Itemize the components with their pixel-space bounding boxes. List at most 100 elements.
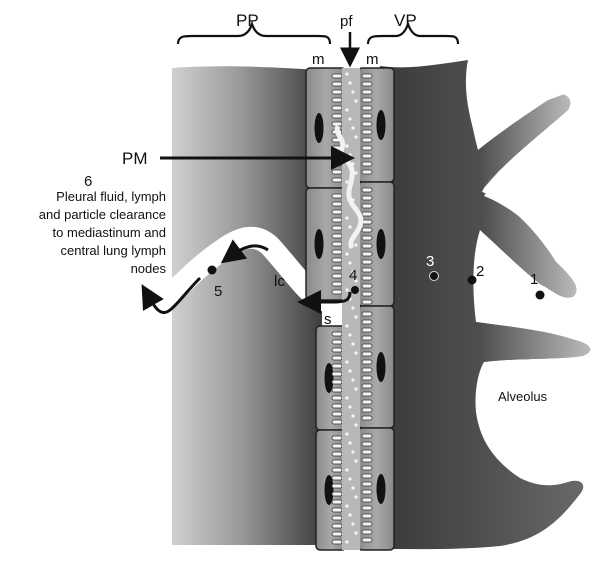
microvillus (331, 273, 343, 279)
cell-nucleus (376, 352, 386, 382)
fluid-particle (345, 216, 349, 220)
fluid-particle (354, 531, 358, 535)
stoma-arrow (297, 290, 352, 314)
microvillus (331, 371, 343, 377)
microvillus (331, 467, 343, 473)
num4-label: 4 (349, 267, 357, 284)
m-label-left: m (312, 51, 325, 68)
cell-nucleus (376, 110, 386, 140)
cell-nucleus (324, 475, 334, 505)
fluid-particle (348, 117, 352, 121)
microvillus (331, 233, 343, 239)
fluid-particle (354, 99, 358, 103)
microvillus (361, 319, 373, 325)
microvillus (331, 97, 343, 103)
microvillus (361, 161, 373, 167)
fluid-particle (345, 360, 349, 364)
microvillus (361, 235, 373, 241)
microvillus (361, 335, 373, 341)
microvillus (331, 347, 343, 353)
microvillus (331, 193, 343, 199)
fluid-particle (348, 405, 352, 409)
microvillus (331, 331, 343, 337)
microvillus (331, 265, 343, 271)
fluid-particle (354, 315, 358, 319)
microvillus (361, 169, 373, 175)
microvillus (361, 537, 373, 543)
fluid-particle (351, 90, 355, 94)
microvillus (361, 145, 373, 151)
microvillus (361, 105, 373, 111)
fluid-particle (351, 126, 355, 130)
microvillus (361, 311, 373, 317)
microvillus (331, 379, 343, 385)
microvillus (361, 433, 373, 439)
microvillus (361, 399, 373, 405)
fluid-particle (354, 135, 358, 139)
fluid-particle (351, 306, 355, 310)
microvillus (361, 89, 373, 95)
fluid-particle (351, 414, 355, 418)
microvillus (331, 241, 343, 247)
microvillus (361, 407, 373, 413)
parietal-pleura-tissue (172, 66, 322, 546)
fluid-particle (345, 108, 349, 112)
microvillus (361, 457, 373, 463)
microvillus (331, 507, 343, 513)
alveolar-space-2 (484, 112, 598, 262)
clearance-note-line-3: to mediastinum and (53, 225, 166, 240)
fluid-particle (348, 369, 352, 373)
microvillus (361, 129, 373, 135)
alveolar-septum-upper (476, 93, 571, 188)
fluid-particle (354, 423, 358, 427)
microvillus (361, 465, 373, 471)
microvillus (331, 355, 343, 361)
microvillus (331, 459, 343, 465)
alveolar-space-1 (468, 70, 598, 150)
microvillus (361, 441, 373, 447)
fluid-particle (354, 243, 358, 247)
microvillus (331, 363, 343, 369)
microvillus (361, 137, 373, 143)
microvillus (331, 411, 343, 417)
fluid-particle (354, 495, 358, 499)
microvillus (361, 283, 373, 289)
microvillus (361, 291, 373, 297)
m-label-right: m (366, 51, 379, 68)
microvillus (361, 73, 373, 79)
fluid-particle (345, 432, 349, 436)
microvillus (361, 81, 373, 87)
fluid-particle (348, 513, 352, 517)
microvillus (331, 121, 343, 127)
fluid-particle (351, 450, 355, 454)
fluid-particle (354, 387, 358, 391)
fluid-particle (348, 441, 352, 445)
fluid-particle (345, 288, 349, 292)
microvillus (361, 251, 373, 257)
microvillus (331, 177, 343, 183)
fluid-particle (351, 270, 355, 274)
microvillus (361, 227, 373, 233)
cell-nucleus (324, 363, 334, 393)
pleural-space (342, 68, 360, 550)
microvillus (361, 367, 373, 373)
microvillus (361, 343, 373, 349)
microvillus (361, 489, 373, 495)
fluid-particle (345, 144, 349, 148)
microvillus (331, 451, 343, 457)
alveolar-space-4 (477, 358, 598, 483)
fluid-particle (354, 279, 358, 283)
lymph-flow-arrow-upper (220, 239, 269, 264)
microvillus (361, 187, 373, 193)
microvillus (361, 113, 373, 119)
microvillus (331, 419, 343, 425)
microvillus (331, 113, 343, 119)
fluid-particle (348, 477, 352, 481)
alveolus-label: Alveolus (498, 389, 548, 404)
microvillus (361, 327, 373, 333)
microvillus (361, 267, 373, 273)
microvillus (361, 299, 373, 305)
fluid-particle (348, 333, 352, 337)
microvillus (331, 475, 343, 481)
